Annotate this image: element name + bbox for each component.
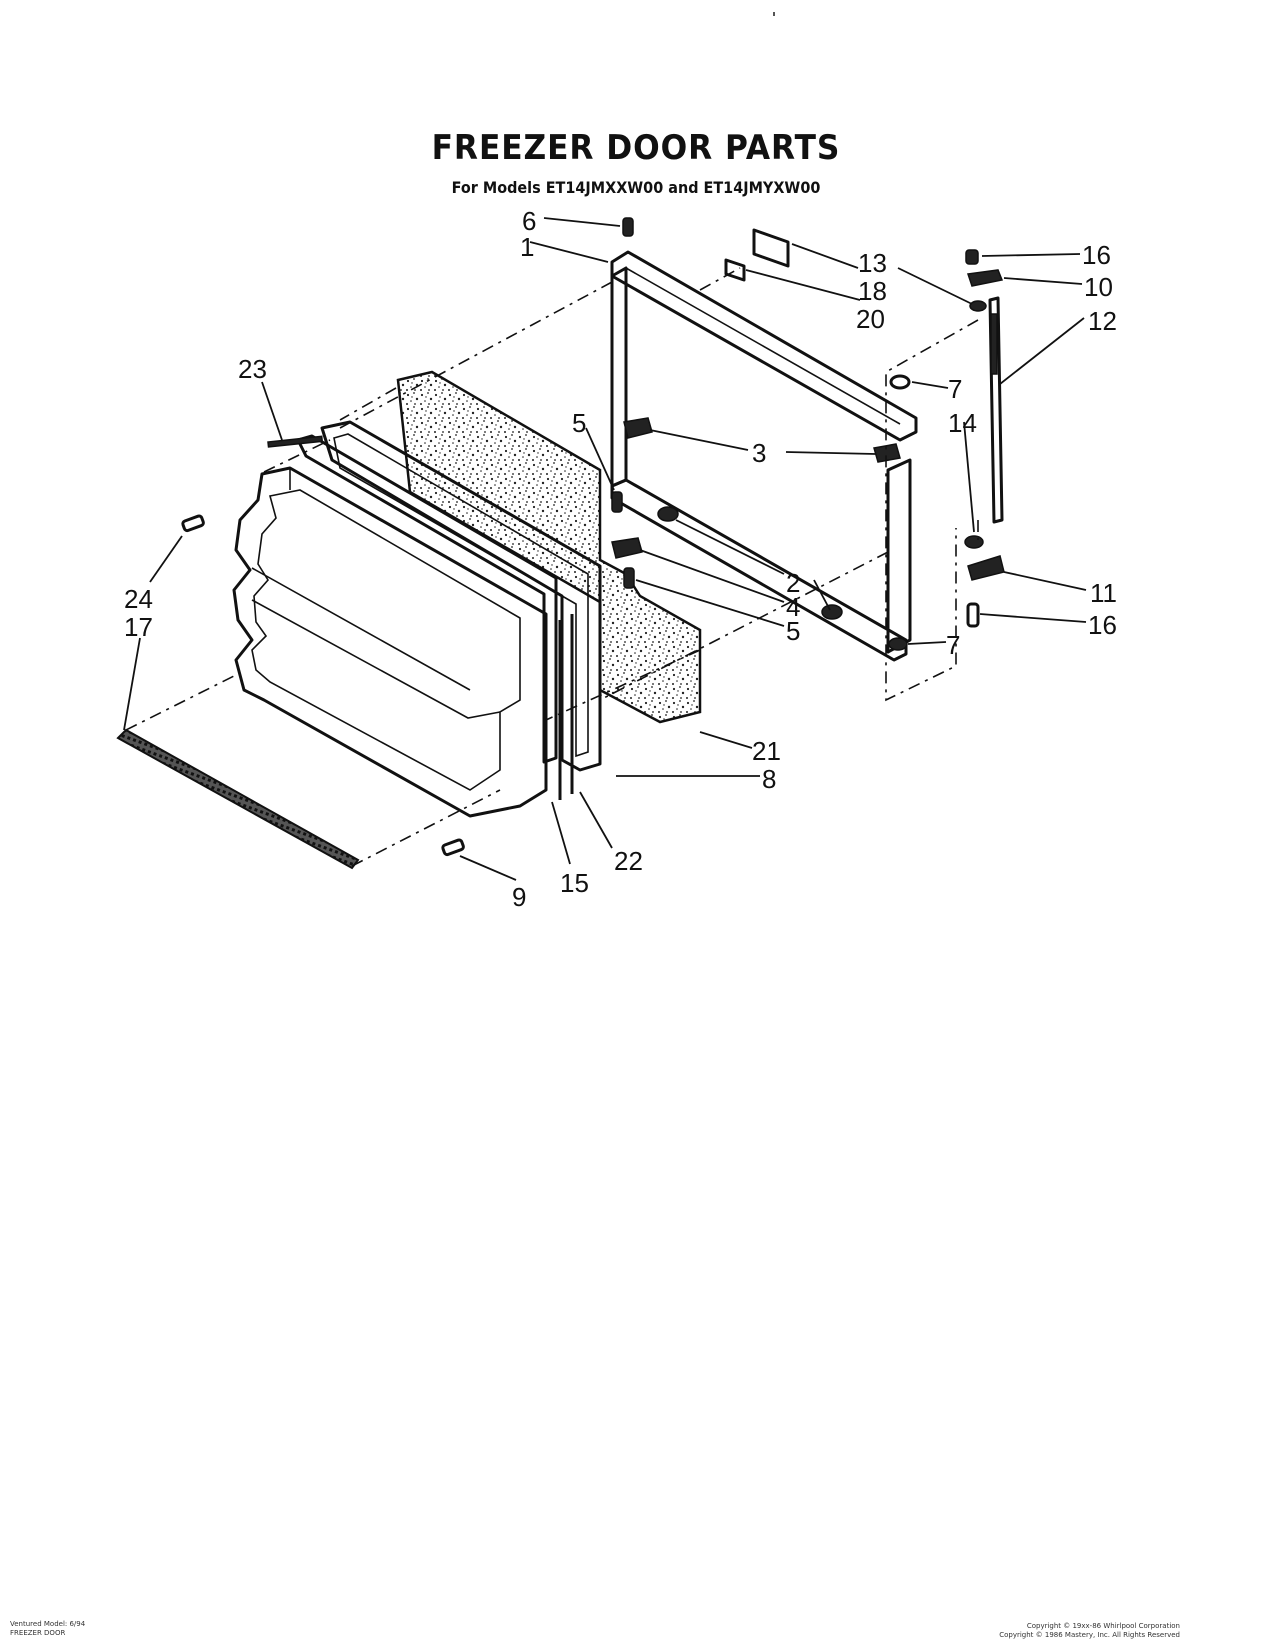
callout-16-bottom: 16 xyxy=(1088,610,1117,640)
callout-14: 14 xyxy=(948,408,977,438)
page-title: FREEZER DOOR PARTS xyxy=(431,128,841,168)
footer-right-line-2: Copyright © 1986 Mastery, Inc. All Right… xyxy=(999,1631,1180,1639)
door-gasket xyxy=(320,420,602,772)
callout-4: 4 xyxy=(786,592,800,622)
callout-21: 21 xyxy=(752,736,781,766)
callout-18: 18 xyxy=(858,276,887,306)
callout-24: 24 xyxy=(124,584,153,614)
callout-23: 23 xyxy=(238,354,267,384)
callout-9: 9 xyxy=(512,882,526,912)
page-subtitle: For Models ET14JMXXW00 and ET14JMYXW00 xyxy=(451,178,821,197)
callout-6: 6 xyxy=(522,206,536,236)
callout-22: 22 xyxy=(614,846,643,876)
callout-5-lower: 5 xyxy=(786,616,800,646)
callout-5-upper: 5 xyxy=(572,408,586,438)
footer-left-line-1: Ventured Model: 6/94 xyxy=(10,1620,86,1628)
toe-grille xyxy=(116,728,360,870)
footer-copyright: Copyright © 19xx-86 Whirlpool Corporatio… xyxy=(999,1622,1180,1640)
callout-8: 8 xyxy=(762,764,776,794)
footer-left-line-2: FREEZER DOOR xyxy=(10,1629,66,1637)
footer-model-info: Ventured Model: 6/94 FREEZER DOOR xyxy=(10,1620,85,1638)
callout-13: 13 xyxy=(858,248,887,278)
callout-3: 3 xyxy=(752,438,766,468)
callout-1: 1 xyxy=(520,232,534,262)
callout-17: 17 xyxy=(124,612,153,642)
callout-labels: 6 1 13 18 20 16 10 12 7 23 5 3 14 2 4 5 … xyxy=(124,206,1117,912)
leader-lines xyxy=(123,217,1087,881)
footer-right-line-1: Copyright © 19xx-86 Whirlpool Corporatio… xyxy=(1026,1622,1180,1630)
outer-door-shell xyxy=(232,466,548,818)
callout-15: 15 xyxy=(560,868,589,898)
assembly-lines xyxy=(125,267,979,867)
hinge-arm xyxy=(988,296,1004,524)
callout-16-top: 16 xyxy=(1082,240,1111,270)
scan-speck xyxy=(773,12,775,16)
callout-12: 12 xyxy=(1088,306,1117,336)
callout-7-bottom: 7 xyxy=(946,630,960,660)
hardware xyxy=(181,217,1005,857)
foam-insulation xyxy=(396,370,702,724)
callout-7-top: 7 xyxy=(948,374,962,404)
callout-2: 2 xyxy=(786,568,800,598)
breaker-strip xyxy=(296,434,574,800)
callout-11: 11 xyxy=(1090,578,1117,608)
callout-20: 20 xyxy=(856,304,885,334)
callout-10: 10 xyxy=(1084,272,1113,302)
door-rod xyxy=(267,435,324,448)
